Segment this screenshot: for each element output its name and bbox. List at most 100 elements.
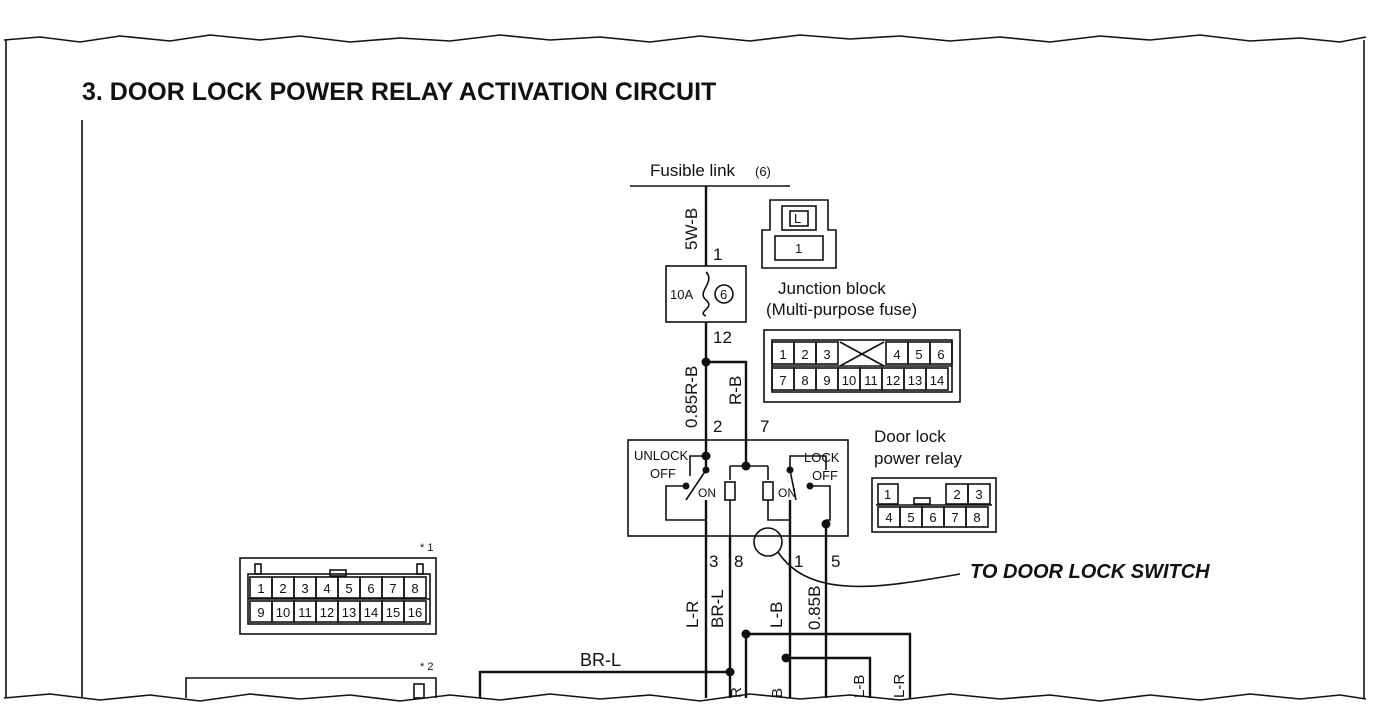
junction-block-pin-label: 10: [842, 373, 856, 388]
fusible-link-connector: L 1: [761, 199, 837, 269]
connector-star1-pin-label: 10: [276, 605, 290, 620]
pin-label-8: 8: [734, 552, 743, 571]
junction-block-sublabel: (Multi-purpose fuse): [766, 300, 917, 319]
wire-bottom-right-c: [786, 656, 872, 698]
connector-star2: [185, 677, 437, 699]
junction-block-pin-label: 7: [779, 373, 786, 388]
wire-label-bottom-l-b: L-B: [851, 675, 868, 698]
wire-r-b-branch: [706, 360, 748, 440]
connector-star1-cell: [403, 600, 427, 623]
fuse-number: 6: [720, 287, 727, 302]
relay-unlock-label: UNLOCK: [634, 448, 689, 463]
fuse-element: [702, 271, 710, 317]
junction-block-pin-label: 14: [930, 373, 944, 388]
wire-label-l-r: L-R: [683, 601, 702, 628]
door-lock-relay-pin-label: 3: [975, 487, 982, 502]
door-lock-switch-callout-line: [777, 551, 961, 588]
pin-label-7: 7: [760, 417, 769, 436]
door-lock-relay-sublabel: power relay: [874, 449, 962, 468]
connector-star1-pin-label: 5: [345, 581, 352, 596]
pin-label-1-bottom: 1: [794, 552, 803, 571]
relay-lock-label: LOCK: [804, 450, 840, 465]
connector-star1-pin-label: 16: [408, 605, 422, 620]
svg-text:L: L: [794, 211, 801, 226]
door-lock-relay-pin-label: 6: [929, 510, 936, 525]
door-lock-relay-pin-label: 2: [953, 487, 960, 502]
wire-label-bottom-r: R: [728, 687, 745, 698]
connector-star1-pin-label: 13: [342, 605, 356, 620]
connector-star1-pin-label: 8: [411, 581, 418, 596]
door-lock-relay-pin-label: 4: [885, 510, 892, 525]
connector-star1-pin-label: 2: [279, 581, 286, 596]
door-lock-relay-pin-label: 5: [907, 510, 914, 525]
junction-block-pin-label: 9: [823, 373, 830, 388]
connector-star1-pin-label: 6: [367, 581, 374, 596]
connector-star1-pin-label: 9: [257, 605, 264, 620]
relay-on-right-label: ON: [778, 486, 796, 500]
connector-star1-pin-label: 3: [301, 581, 308, 596]
junction-block-cell: [929, 341, 953, 365]
connector-star1-cell: [403, 576, 427, 599]
junction-block-label: Junction block: [778, 279, 886, 298]
relay-off-left-label: OFF: [650, 466, 676, 481]
junction-block-pin-label: 4: [893, 347, 900, 362]
junction-block-pin-label: 12: [886, 373, 900, 388]
wire-label-r-b: R-B: [726, 376, 745, 405]
junction-block-pin-label: 11: [864, 373, 878, 388]
fusible-link-number: (6): [755, 164, 771, 179]
wire-bottom-br-l: [478, 670, 730, 698]
door-lock-relay-pin-label: 8: [973, 510, 980, 525]
connector-star1-pin-label: 11: [298, 605, 312, 620]
page-title: 3. DOOR LOCK POWER RELAY ACTIVATION CIRC…: [82, 78, 716, 106]
junction-block-pin-label: 2: [801, 347, 808, 362]
pin-label-3: 3: [709, 552, 718, 571]
pin-label-12: 12: [713, 328, 732, 347]
pin-label-1-top: 1: [713, 245, 722, 264]
connector-star1-pin-label: 7: [389, 581, 396, 596]
torn-top-edge: [3, 34, 1367, 43]
door-lock-switch-callout-circle: [753, 527, 783, 557]
wire-label-l-b: L-B: [767, 602, 786, 628]
splice-dot-bottom-1: [725, 667, 735, 677]
fusible-link-label: Fusible link: [650, 161, 736, 180]
junction-block-pin-label: 5: [915, 347, 922, 362]
fuse-rating: 10A: [670, 287, 693, 302]
wire-label-br-l: BR-L: [708, 589, 727, 628]
wire-label-0-85r-b: 0.85R-B: [682, 366, 701, 428]
fuse-number-circle: [714, 284, 734, 304]
connector-star2-marker: * 2: [420, 661, 433, 673]
junction-block-pin-label: 3: [823, 347, 830, 362]
wire-label-5w-b: 5W-B: [682, 208, 701, 250]
wire-label-bottom-br-l: BR-L: [580, 650, 621, 670]
door-lock-relay-label: Door lock: [874, 427, 946, 446]
torn-bottom-edge: [3, 693, 1367, 702]
junction-block-pin-label: 8: [801, 373, 808, 388]
pin-label-2: 2: [713, 417, 722, 436]
wire-label-bottom-l-r: L-R: [891, 674, 908, 698]
wire-label-0-85b: 0.85B: [805, 586, 824, 630]
junction-block-pin-label: 13: [908, 373, 922, 388]
door-lock-relay-cell: [967, 483, 991, 505]
door-lock-switch-annotation: TO DOOR LOCK SWITCH: [970, 561, 1210, 583]
door-lock-relay-pin-label: 7: [951, 510, 958, 525]
connector-star1-marker: * 1: [420, 542, 433, 554]
connector-star1-pin-label: 14: [364, 605, 378, 620]
relay-internals: [665, 440, 831, 536]
svg-text:1: 1: [795, 241, 802, 256]
junction-block-cell: [815, 341, 839, 365]
connector-star1-pin-label: 4: [323, 581, 330, 596]
connector-star1-pin-label: 12: [320, 605, 334, 620]
relay-on-left-label: ON: [698, 486, 716, 500]
door-lock-relay-cell: [965, 506, 989, 528]
junction-block-pin-label: 1: [779, 347, 786, 362]
wire-label-bottom-b: B: [769, 688, 786, 698]
connector-star1-pin-label: 1: [257, 581, 264, 596]
wire-bottom-right-a: [746, 632, 912, 698]
svg-text:1: 1: [884, 487, 891, 502]
pin-label-5: 5: [831, 552, 840, 571]
junction-block-pin-label: 6: [937, 347, 944, 362]
